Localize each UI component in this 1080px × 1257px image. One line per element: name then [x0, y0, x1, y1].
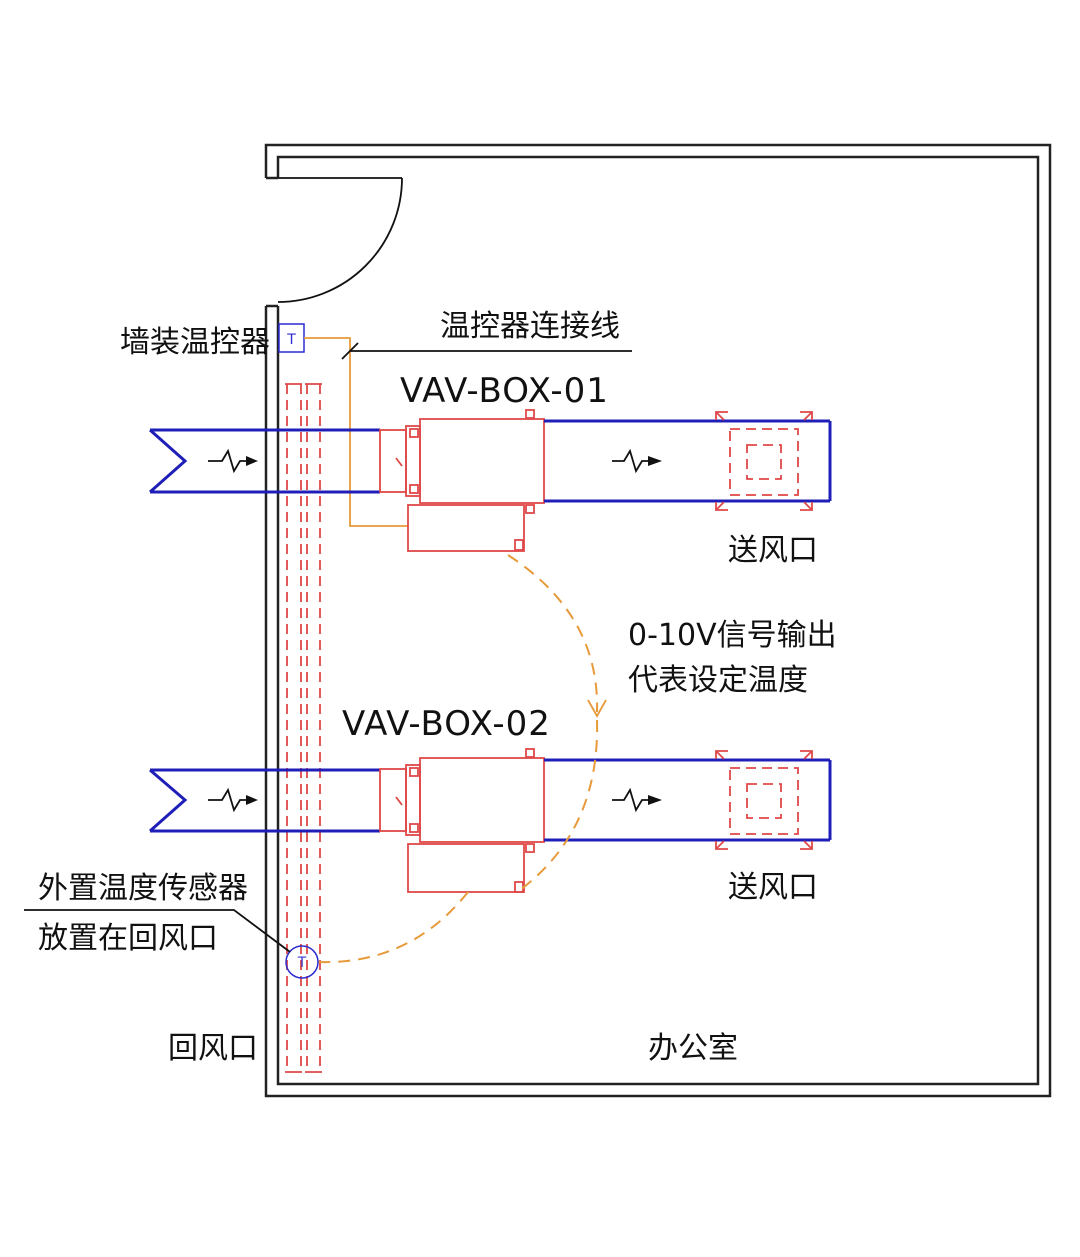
office-label: 办公室 — [648, 1031, 738, 1066]
return-air-duct — [285, 383, 322, 1073]
room-walls — [264, 143, 1052, 1098]
vav-box-01 — [379, 409, 545, 552]
wall-thermostat-label: 墙装温控器 — [120, 325, 270, 360]
thermostat-symbol: T — [286, 332, 296, 348]
supply-diffuser-01 — [715, 411, 813, 511]
signal-arcs — [317, 554, 607, 964]
vav-box-02 — [379, 748, 545, 893]
ext-sensor-label-line1: 外置温度传感器 — [38, 871, 248, 906]
vav-box-01-tag: VAV-BOX-01 — [400, 371, 609, 411]
signal-label-line1: 0-10V信号输出 — [628, 618, 837, 653]
supply-duct-02-inlet — [149, 768, 380, 833]
door — [277, 177, 403, 303]
wall-thermostat: T — [278, 323, 305, 353]
external-temperature-sensor: T — [24, 909, 319, 979]
supply-duct-01-outlet — [544, 419, 832, 503]
signal-label-line2: 代表设定温度 — [628, 663, 808, 698]
supply-outlet-label-2: 送风口 — [728, 870, 818, 905]
supply-duct-01-inlet — [149, 428, 380, 494]
thermostat-wiring — [304, 337, 632, 527]
supply-duct-02-outlet — [544, 758, 832, 842]
return-outlet-label: 回风口 — [168, 1031, 258, 1066]
sensor-symbol: T — [297, 955, 307, 971]
supply-diffuser-02 — [715, 750, 813, 850]
ext-sensor-label-line2: 放置在回风口 — [38, 921, 218, 956]
vav-box-02-tag: VAV-BOX-02 — [342, 704, 551, 744]
supply-outlet-label-1: 送风口 — [728, 533, 818, 568]
thermostat-wire-label: 温控器连接线 — [440, 309, 620, 344]
